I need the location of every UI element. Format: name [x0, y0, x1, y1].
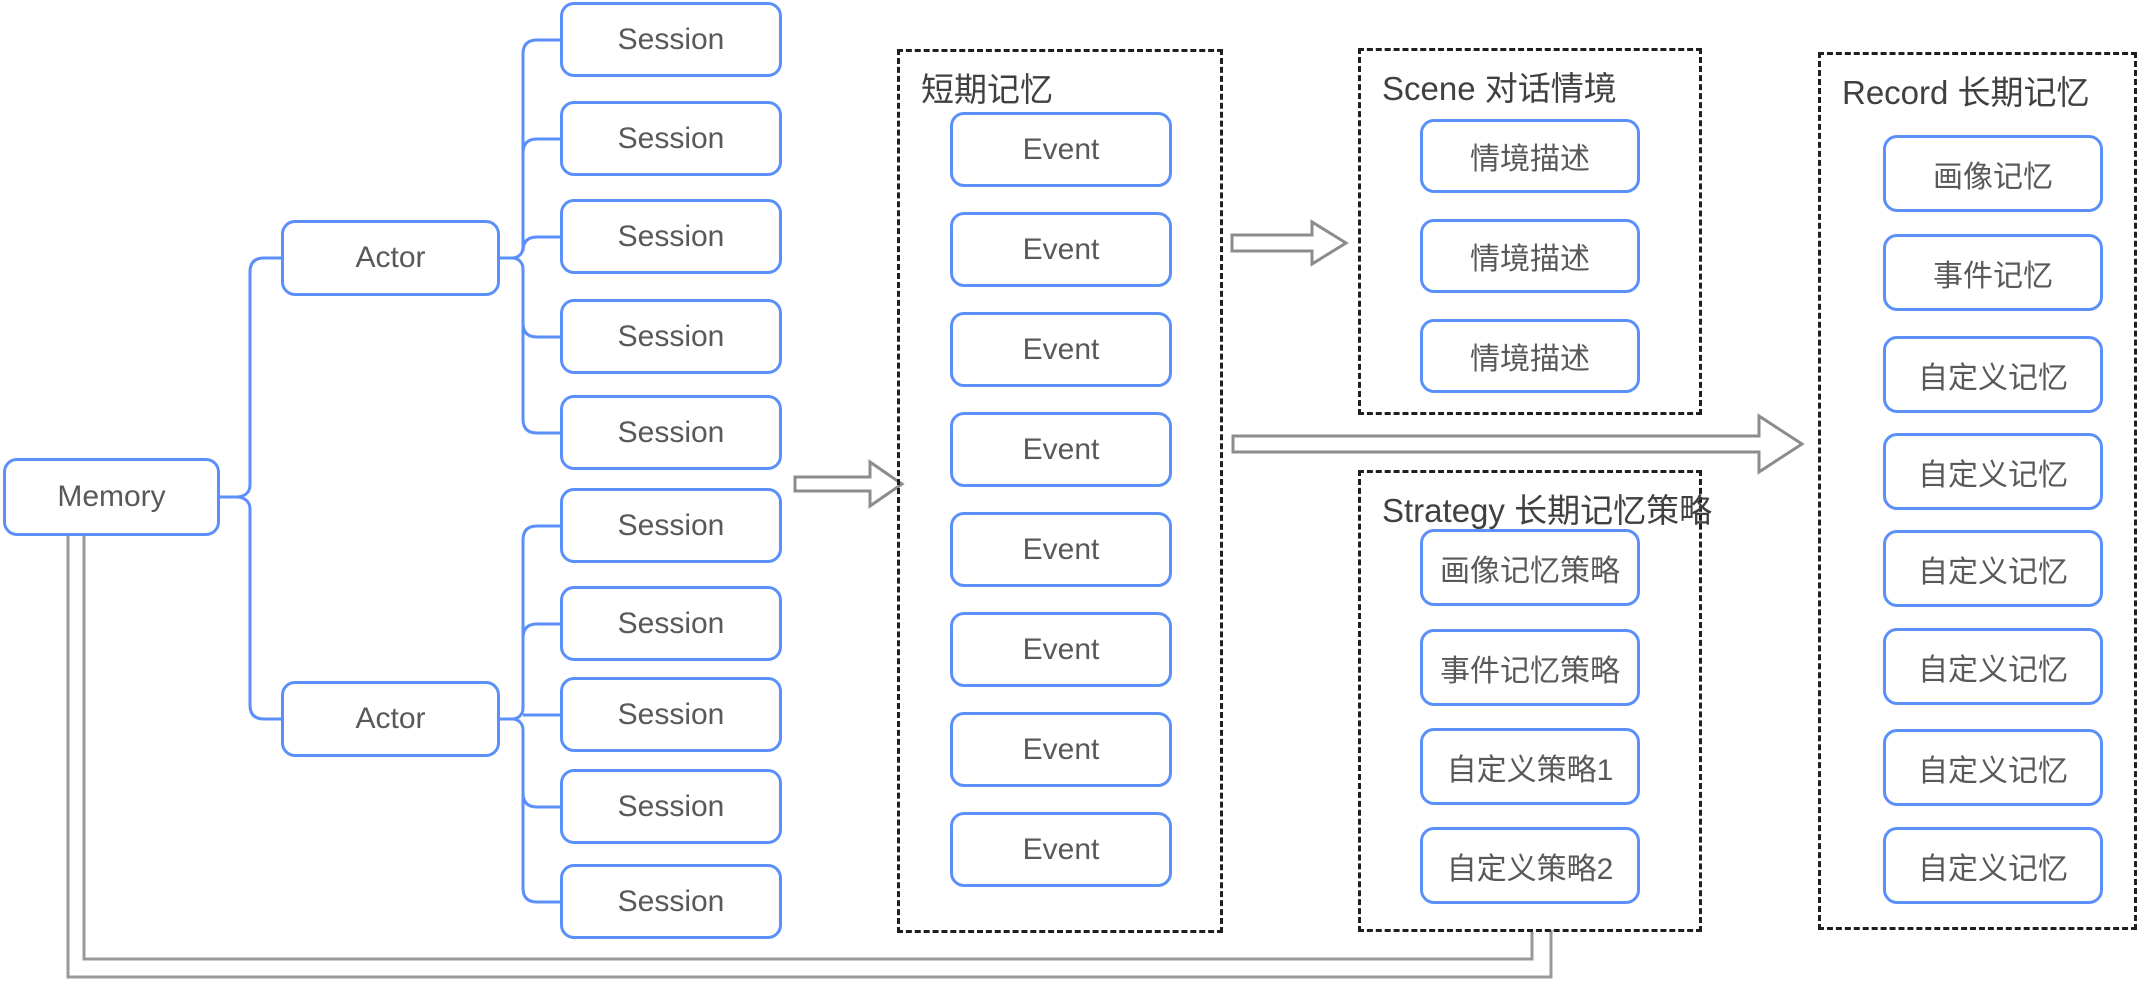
actor1-session-connector	[500, 38, 560, 435]
shortterm-to-record-arrow	[1231, 413, 1805, 475]
scene-container: Scene 对话情境	[1358, 48, 1702, 415]
actor-node: Actor	[281, 681, 500, 757]
shortterm-to-scene-arrow	[1230, 219, 1349, 267]
memory-strategy-link-inner	[82, 536, 1534, 961]
actor-node: Actor	[281, 220, 500, 296]
strategy-title: Strategy 长期记忆策略	[1382, 492, 1713, 529]
actor2-session-connector	[500, 524, 560, 904]
sessions-to-shortterm-arrow	[793, 459, 905, 509]
record-title: Record 长期记忆	[1842, 74, 2090, 111]
short-term-memory-container: 短期记忆	[897, 49, 1223, 933]
strategy-container: Strategy 长期记忆策略	[1358, 470, 1712, 932]
memory-strategy-link-outer	[66, 536, 1553, 979]
memory-actor-connector	[220, 256, 281, 721]
scene-title: Scene 对话情境	[1382, 70, 1617, 107]
memory-node: Memory	[3, 458, 220, 536]
record-container: Record 长期记忆	[1818, 52, 2137, 930]
short-term-memory-title: 短期记忆	[921, 71, 1053, 108]
